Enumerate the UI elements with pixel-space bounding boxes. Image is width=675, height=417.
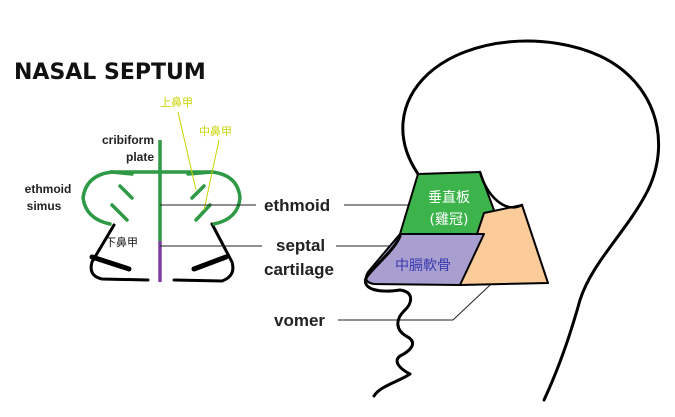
- ethmoid-sinus-right: [186, 170, 242, 226]
- skull-base-line: [478, 170, 524, 209]
- septal-label-line1: septal: [276, 236, 325, 255]
- superior-concha-right: [190, 184, 206, 200]
- nasal-cavity-outline: [89, 222, 235, 283]
- cribriform-label-line1: cribiform: [102, 133, 154, 147]
- ethmoid-label: ethmoid: [264, 196, 330, 215]
- vomer-label: vomer: [274, 311, 325, 330]
- cribriform-label-line2: plate: [126, 150, 154, 164]
- coronal-section: 上鼻甲 中鼻甲 下鼻甲 cribiform plate ethmoid simu…: [25, 95, 242, 283]
- inferior-concha-right: [191, 254, 229, 272]
- sagittal-section: 垂直板 (雞冠) 中膈軟骨: [364, 39, 661, 402]
- ethmoid-sinus-label-line1: ethmoid: [25, 182, 72, 196]
- ethmoid-region-label-line1: 垂直板: [428, 189, 470, 206]
- middle-concha-left: [110, 203, 129, 222]
- septal-label-line2: cartilage: [264, 260, 334, 279]
- ethmoid-region-label-line2: (雞冠): [430, 212, 469, 228]
- middle-concha-label: 中鼻甲: [199, 124, 232, 138]
- center-labels: ethmoid septal cartilage vomer: [160, 196, 507, 330]
- ethmoid-sinus-left: [81, 170, 134, 226]
- superior-concha-left: [118, 184, 134, 200]
- middle-concha-leader: [203, 139, 220, 211]
- superior-concha-leader: [177, 111, 197, 191]
- superior-concha-label: 上鼻甲: [160, 95, 193, 109]
- head-outline: [364, 39, 661, 402]
- inferior-concha-left: [89, 254, 132, 272]
- septal-cartilage-region: [365, 233, 485, 286]
- cartilage-region-label: 中膈軟骨: [395, 258, 451, 274]
- inferior-concha-label: 下鼻甲: [105, 235, 138, 249]
- diagram-title: NASAL SEPTUM: [14, 60, 206, 85]
- middle-concha-right: [194, 203, 212, 222]
- ethmoid-sinus-label-line2: simus: [27, 199, 62, 213]
